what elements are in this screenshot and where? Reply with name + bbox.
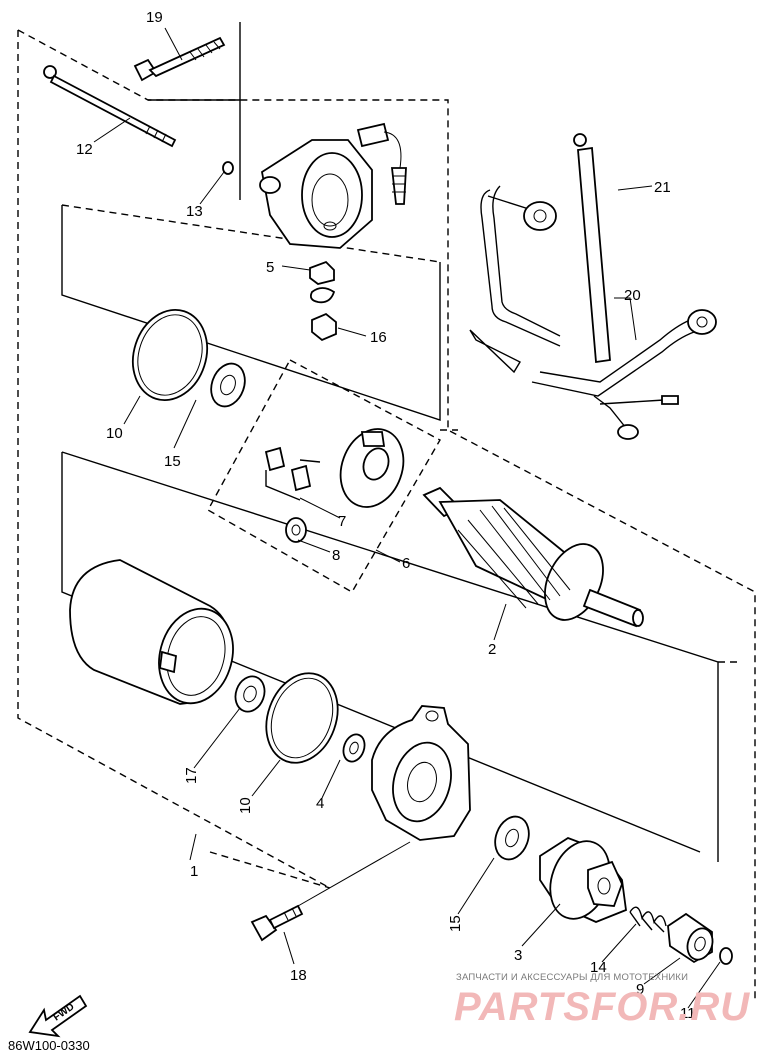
front-cover (371, 705, 471, 841)
armature-2 (422, 486, 644, 628)
rear-cover-guide-lines (61, 22, 441, 421)
callout-7: 7 (338, 513, 346, 530)
o-ring-13 (222, 161, 234, 175)
watermark-tagline: ЗАПЧАСТИ И АКСЕССУАРЫ ДЛЯ МОТОТЕХНИКИ (456, 972, 688, 983)
diagram-code: 86W100-0330 (8, 1038, 90, 1053)
washer-17 (234, 675, 266, 713)
brush-holder-subassembly-boundary (207, 359, 441, 593)
lead-wire-21 (469, 133, 611, 374)
callout-14: 14 (590, 959, 607, 976)
bolt-19 (133, 36, 226, 82)
washer-15-lower (494, 815, 530, 861)
callout-3: 3 (514, 947, 522, 964)
callout-11: 11 (680, 1005, 696, 1022)
spring-14 (629, 906, 667, 933)
watermark-brand: PARTSFOR.RU (454, 985, 750, 1029)
callout-19: 19 (146, 9, 163, 26)
callout-10-lower: 10 (237, 797, 254, 814)
bolt-18 (250, 904, 304, 942)
yoke-housing (69, 559, 234, 705)
callout-labels: 19 12 13 5 16 21 20 10 15 7 8 6 2 17 10 … (76, 9, 696, 1022)
assembly-boundary (17, 29, 756, 1000)
collar-9 (667, 912, 714, 964)
callout-13: 13 (186, 203, 203, 220)
callout-10-upper: 10 (106, 425, 123, 442)
o-ring-10-upper (132, 308, 208, 402)
yoke-guide-lines (61, 451, 740, 862)
lead-wire-20 (531, 309, 717, 440)
callout-8: 8 (332, 547, 340, 564)
leader-lines (93, 27, 721, 1009)
callout-6: 6 (402, 555, 410, 572)
forward-arrow: FWD (28, 994, 88, 1038)
brush-set-7 (264, 446, 321, 501)
nut-5 (309, 260, 336, 304)
spring-8 (285, 517, 307, 543)
callout-15-upper: 15 (164, 453, 181, 470)
callout-9: 9 (636, 981, 644, 998)
pinion-clutch-3 (539, 836, 627, 923)
callout-21: 21 (654, 179, 671, 196)
callout-17: 17 (183, 767, 200, 784)
callout-2: 2 (488, 641, 496, 658)
callout-12: 12 (76, 141, 93, 158)
callout-15-lower: 15 (447, 915, 464, 932)
bearing-4 (342, 733, 366, 763)
callout-20: 20 (624, 287, 641, 304)
watermark: ЗАПЧАСТИ И АКСЕССУАРЫ ДЛЯ МОТОТЕХНИКИ PA… (454, 972, 750, 1029)
callout-18: 18 (290, 967, 307, 984)
brush-plate (339, 428, 405, 508)
callout-1: 1 (190, 863, 198, 880)
washer-15-upper (210, 362, 246, 408)
callout-5: 5 (266, 259, 274, 276)
circlip-11 (719, 947, 733, 965)
callout-4: 4 (316, 795, 324, 812)
nut-16 (311, 312, 337, 342)
rear-cover (259, 122, 407, 249)
o-ring-10-lower (265, 672, 339, 764)
callout-16: 16 (370, 329, 387, 346)
through-bolt-12 (43, 65, 177, 148)
